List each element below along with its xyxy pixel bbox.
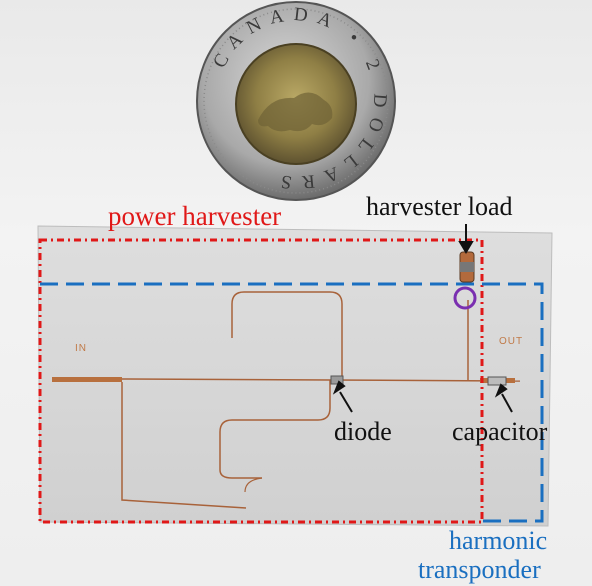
capacitor-component (487, 376, 507, 386)
harmonic-transponder-box (40, 282, 544, 523)
diode-label: diode (334, 417, 392, 446)
arrows (332, 224, 513, 413)
diode-component (330, 375, 344, 385)
harmonic-transponder-label-line1: harmonic (449, 526, 548, 555)
coin: CANADA • 2 DOLLARS (196, 1, 396, 201)
harmonic-transponder-label-line2: transponder (418, 555, 541, 584)
circuit-board (37, 225, 553, 527)
in-port-label: IN (75, 343, 87, 354)
load-marker-circle (453, 286, 477, 310)
polar-bear-relief (258, 92, 333, 132)
harvester-load-label: harvester load (366, 192, 513, 221)
power-harvester-label: power harvester (108, 201, 282, 231)
power-harvester-box (38, 238, 484, 524)
capacitor-label: capacitor (452, 417, 548, 446)
out-port-label: OUT (499, 336, 524, 347)
